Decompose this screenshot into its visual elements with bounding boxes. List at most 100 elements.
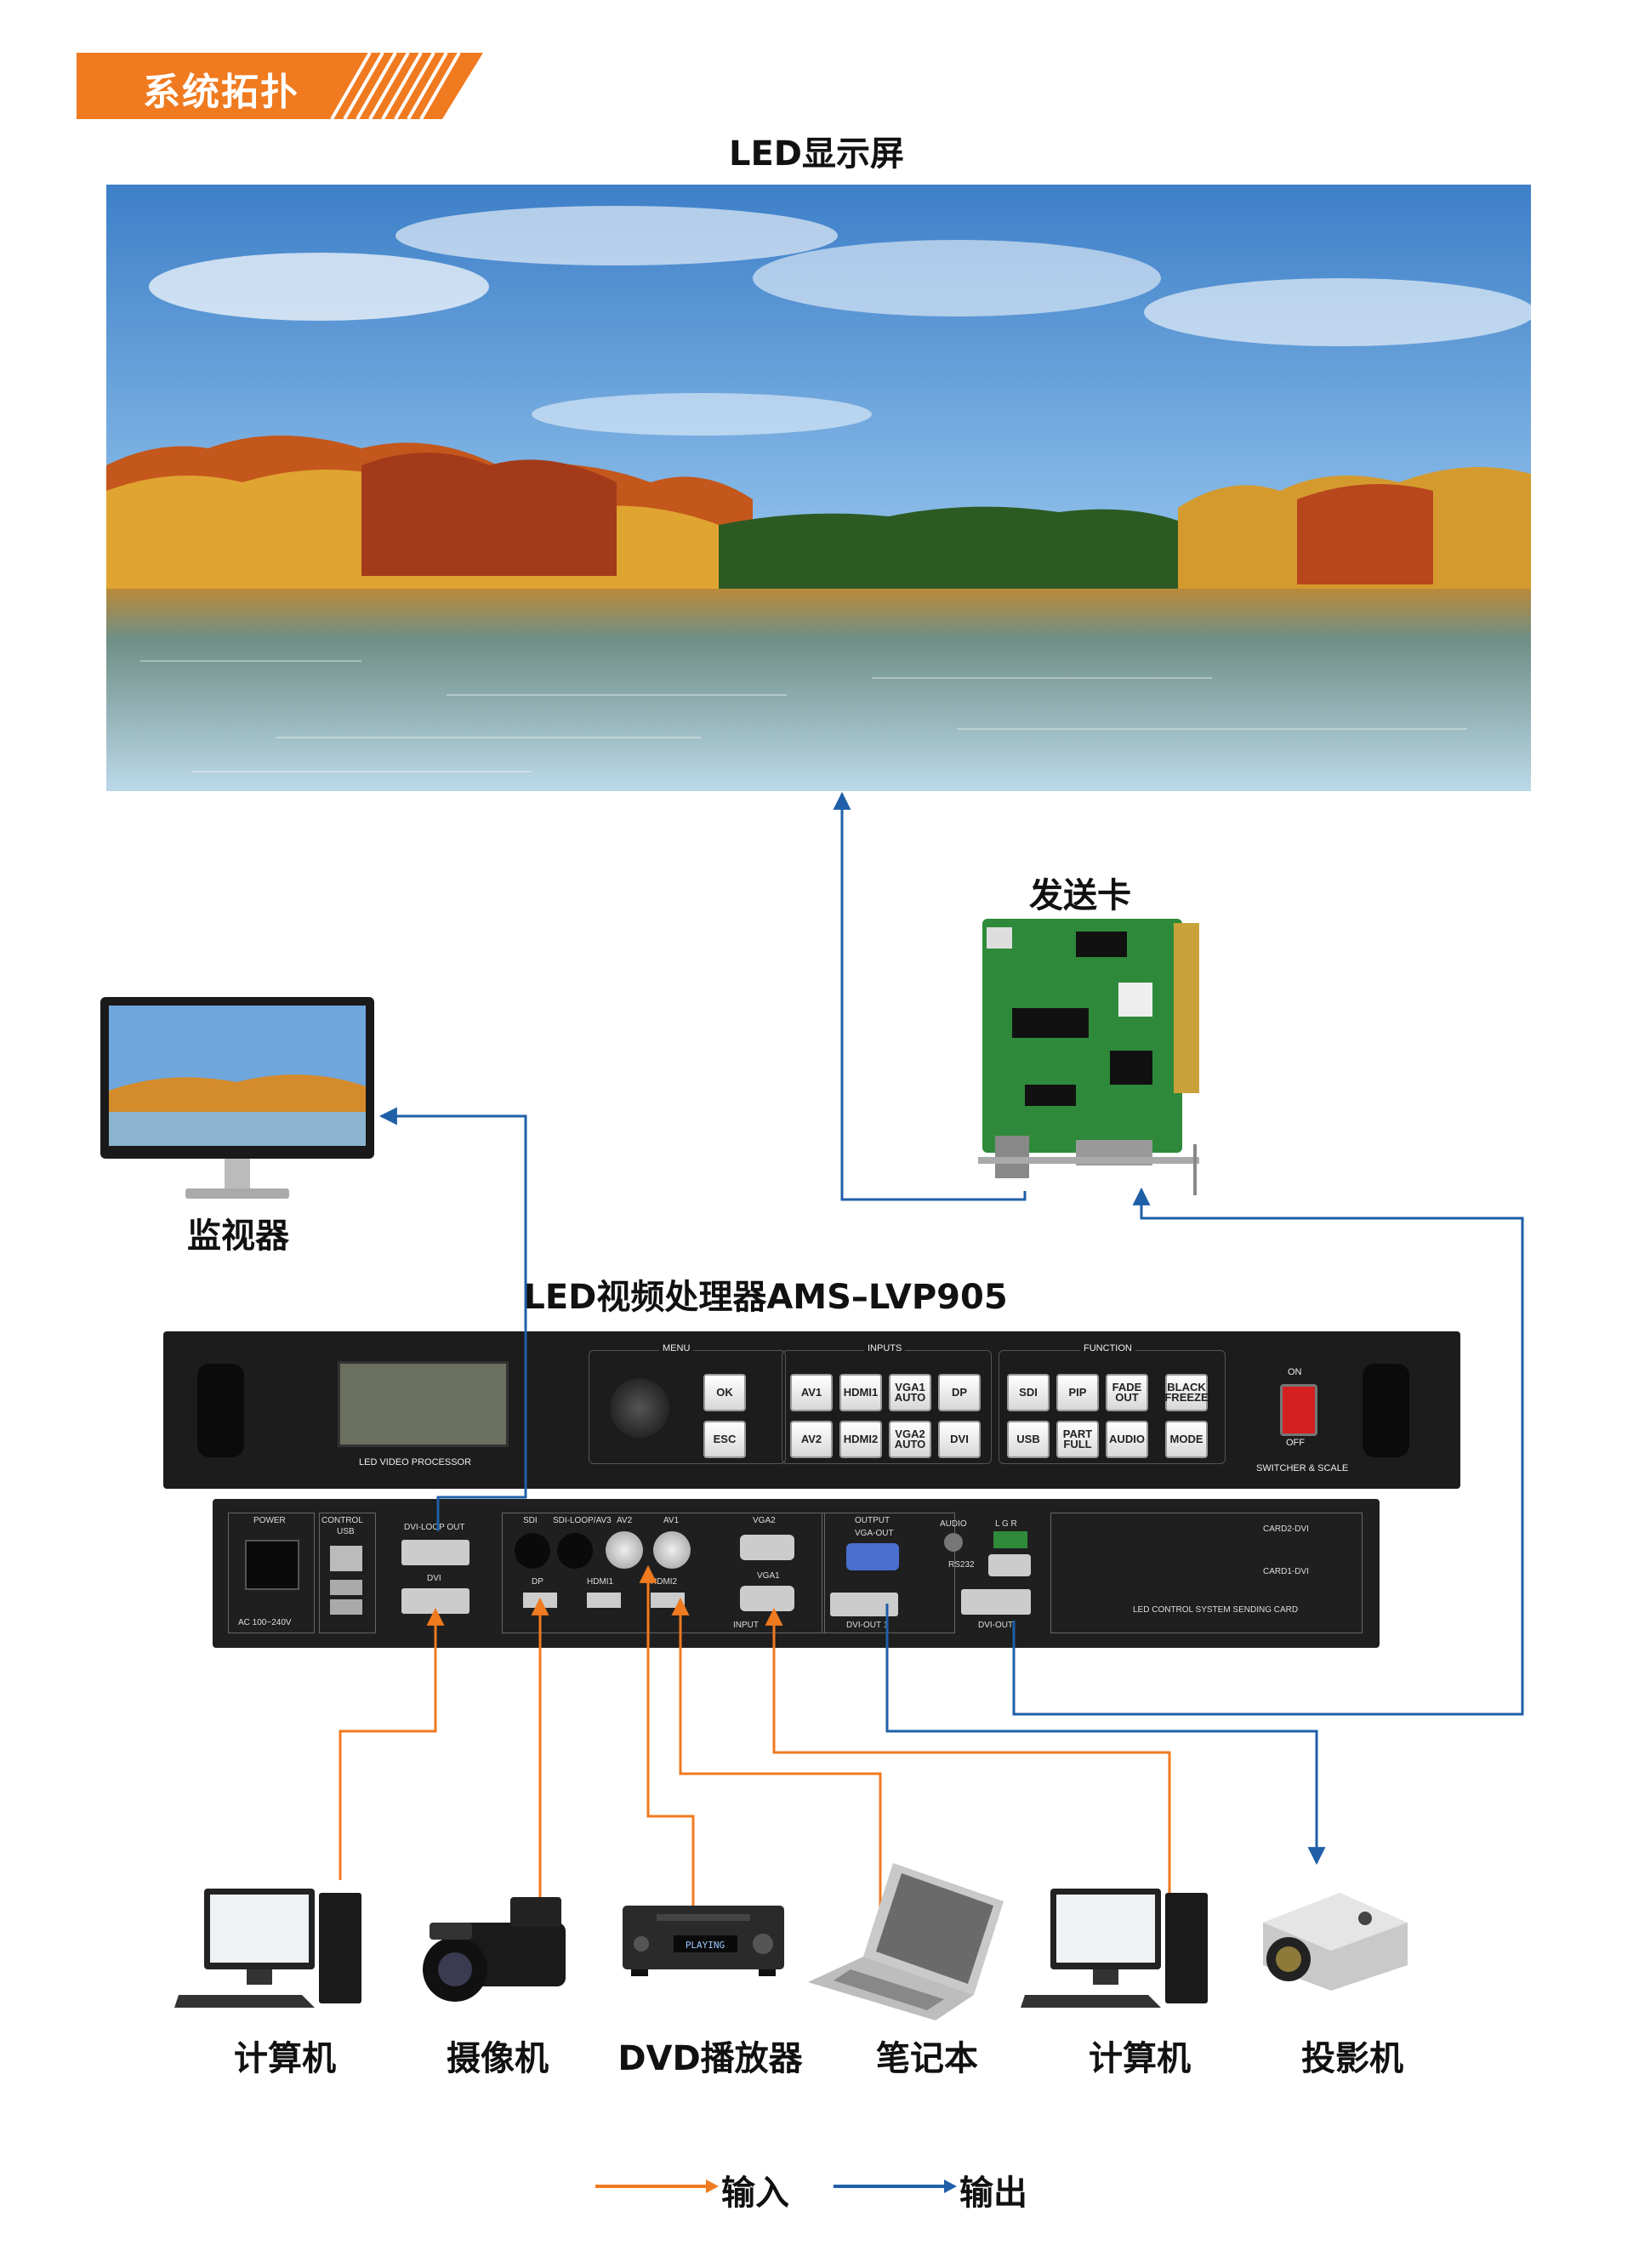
input-button-vga2[interactable]: VGA2 AUTO (889, 1421, 931, 1458)
input-label: INPUT (733, 1621, 759, 1630)
dvd-player-icon: PLAYING (623, 1906, 784, 1976)
function-button-sdi[interactable]: SDI (1007, 1374, 1050, 1411)
led-screen-label: LED显示屏 (728, 134, 904, 174)
function-button-fade-out[interactable]: FADE OUT (1106, 1374, 1148, 1411)
video-camera-icon (423, 1897, 566, 2002)
ethernet-port (330, 1546, 362, 1571)
dvi-out-port (961, 1589, 1031, 1615)
lgr-label: L G R (995, 1519, 1017, 1529)
output-line-processor-to-monitor (378, 1107, 527, 1531)
dvi-out1-label: DVI-OUT 1 (846, 1621, 889, 1630)
input-button-dvi[interactable]: DVI (938, 1421, 981, 1458)
section-title: 系统拓扑 (143, 71, 299, 114)
ac-socket (245, 1540, 299, 1590)
input-button-dp[interactable]: DP (938, 1374, 981, 1411)
output-label: OUTPUT (855, 1516, 890, 1525)
input-section (502, 1513, 825, 1633)
hdmi2-label: HDMI2 (651, 1577, 678, 1587)
output-line-processor-to-card (1012, 1187, 1524, 1716)
usb-label: USB (337, 1527, 355, 1536)
sdi-port (515, 1533, 550, 1569)
card1-label: CARD1-DVI (1263, 1567, 1309, 1576)
function-title: FUNCTION (1080, 1343, 1135, 1353)
device-label-projector: 投影机 (1301, 2039, 1403, 2078)
menu-title: MENU (659, 1343, 694, 1353)
av1-port (653, 1531, 691, 1569)
esc-button[interactable]: ESC (703, 1421, 746, 1458)
dvd-display-text: PLAYING (686, 1940, 725, 1951)
function-button-audio[interactable]: AUDIO (1106, 1421, 1148, 1458)
rack-handle-right (1363, 1364, 1409, 1457)
av2-port (606, 1531, 643, 1569)
function-button-black-freeze[interactable]: BLACK FREEZE (1164, 1374, 1209, 1411)
hdmi1-label: HDMI1 (587, 1577, 614, 1587)
vga2-label: VGA2 (753, 1516, 776, 1525)
control-label: CONTROL (321, 1516, 363, 1525)
desktop-computer-icon (1021, 1889, 1208, 2008)
input-button-vga1[interactable]: VGA1 AUTO (889, 1374, 931, 1411)
device-label-computer-2: 计算机 (1089, 2039, 1191, 2078)
usb-port-2 (330, 1599, 362, 1615)
input-button-hdmi1[interactable]: HDMI1 (839, 1374, 882, 1411)
sdi-loop-port (557, 1533, 593, 1569)
switcher-caption: SWITCHER & SCALE (1256, 1463, 1349, 1473)
power-on-label: ON (1288, 1367, 1302, 1377)
dvi-loop-port (401, 1540, 469, 1565)
function-button-usb[interactable]: USB (1007, 1421, 1050, 1458)
audio-jack (944, 1533, 963, 1552)
function-button-part-full[interactable]: PART FULL (1056, 1421, 1099, 1458)
power-switch[interactable] (1280, 1384, 1317, 1436)
menu-knob[interactable] (610, 1378, 669, 1438)
projector-icon (1263, 1893, 1408, 1991)
input-line-laptop (671, 1597, 882, 1948)
laptop-icon (808, 1863, 1004, 2020)
input-line-dvd (639, 1564, 695, 1914)
section-title-bar (77, 53, 483, 119)
power-label: POWER (253, 1516, 286, 1525)
input-button-hdmi2[interactable]: HDMI2 (839, 1421, 882, 1458)
card-slot-section (1050, 1513, 1363, 1633)
vga2-port (740, 1535, 794, 1560)
sdi-loop-label: SDI-LOOP/AV3 (553, 1516, 612, 1525)
dp-label: DP (532, 1577, 543, 1587)
power-section (228, 1513, 315, 1633)
av1-label: AV1 (663, 1516, 680, 1525)
input-line-computer2 (765, 1607, 1171, 1897)
legend-output-arrow (834, 2180, 957, 2193)
processor-label: LED视频处理器AMS–LVP905 (523, 1278, 1008, 1317)
lcd-caption: LED VIDEO PROCESSOR (359, 1457, 472, 1467)
sending-card-label: 发送卡 (1029, 876, 1131, 915)
device-label-laptop: 笔记本 (876, 2039, 978, 2078)
output-line-card-to-screen (833, 791, 1027, 1201)
power-off-label: OFF (1286, 1438, 1305, 1448)
dvi-label: DVI (427, 1574, 441, 1583)
input-button-av1[interactable]: AV1 (790, 1374, 833, 1411)
control-section (319, 1513, 376, 1633)
hdmi1-port (587, 1593, 621, 1608)
desktop-computer-icon (174, 1889, 361, 2008)
vga1-port (740, 1586, 794, 1611)
lcd-display (338, 1361, 509, 1447)
ok-button[interactable]: OK (703, 1374, 746, 1411)
legend-input-label: 输入 (721, 2174, 789, 2213)
device-label-camera: 摄像机 (447, 2039, 549, 2078)
function-button-pip[interactable]: PIP (1056, 1374, 1099, 1411)
processor-front-panel: LED VIDEO PROCESSOR MENU OK ESC INPUTS A… (163, 1331, 1460, 1489)
output-line-processor-to-projector (885, 1604, 1326, 1866)
input-line-computer1 (339, 1607, 445, 1880)
vga1-label: VGA1 (757, 1571, 780, 1581)
vga-out-label: VGA-OUT (855, 1529, 894, 1538)
sdi-label: SDI (523, 1516, 538, 1525)
input-button-av2[interactable]: AV2 (790, 1421, 833, 1458)
audio-terminal (993, 1531, 1027, 1548)
card2-label: CARD2-DVI (1263, 1524, 1309, 1534)
audio-label: AUDIO (940, 1519, 967, 1529)
legend-output-label: 输出 (959, 2174, 1027, 2213)
dvi-loop-label: DVI-LOOP OUT (404, 1523, 465, 1532)
rack-handle-left (197, 1364, 244, 1457)
ac-label: AC 100~240V (238, 1618, 292, 1627)
function-button-mode[interactable]: MODE (1165, 1421, 1208, 1458)
legend-input-arrow (595, 2180, 719, 2193)
card-caption: LED CONTROL SYSTEM SENDING CARD (1133, 1605, 1299, 1615)
